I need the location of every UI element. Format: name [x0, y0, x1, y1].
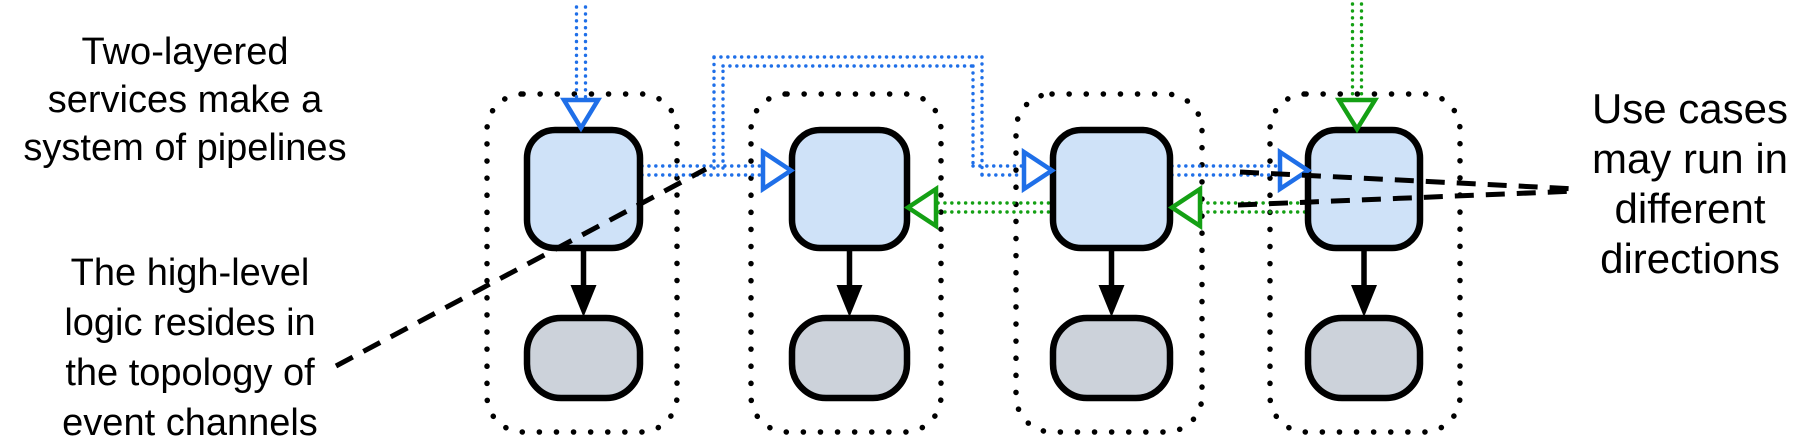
green-channel-service3-to-service2 — [936, 201, 1053, 214]
pointer-directions-to-blue-channel — [1239, 169, 1578, 192]
low-level-box-3 — [1049, 314, 1174, 402]
low-level-box-4 — [1304, 314, 1424, 402]
blue-channel-service3-to-service4 — [1170, 164, 1281, 177]
pointer-directions-to-green-channel — [1237, 188, 1578, 208]
green-arrowhead-into-service3-icon — [1167, 184, 1203, 231]
green-event-channels — [936, 2, 1364, 214]
high-to-low-arrow-2 — [836, 249, 863, 317]
pointer-topology-to-channel-junction — [334, 166, 708, 369]
service-containers — [484, 91, 1463, 435]
blue-channel-service1-to-service3 — [712, 55, 1025, 177]
note-use-cases-directions: Use cases may run in different direction… — [1591, 85, 1789, 282]
blue-arrowhead-into-service2-icon — [760, 147, 796, 194]
high-to-low-arrows — [570, 249, 1377, 317]
high-to-low-arrow-4 — [1351, 249, 1377, 317]
green-arrowhead-into-service2-icon — [903, 184, 939, 231]
blue-channel-service1-to-service2 — [640, 164, 764, 177]
high-to-low-arrow-3 — [1098, 249, 1125, 317]
high-to-low-arrow-1 — [570, 249, 597, 317]
low-level-components — [523, 314, 1424, 402]
channel-arrowheads — [560, 97, 1380, 231]
annotation-pointers — [334, 166, 1578, 369]
high-level-box-3 — [1049, 126, 1174, 252]
note-high-level-logic: The high-level logic resides in the topo… — [62, 252, 318, 444]
service-container-4 — [1267, 91, 1463, 435]
high-level-box-2 — [788, 126, 911, 252]
green-channel-external-to-service4 — [1350, 2, 1364, 100]
note-two-layered-services: Two-layered services make a system of pi… — [23, 31, 347, 169]
service-container-3 — [1013, 91, 1205, 435]
service-container-1 — [484, 91, 680, 435]
green-arrowhead-into-service4-icon — [1334, 97, 1380, 134]
high-level-box-4 — [1304, 126, 1424, 252]
blue-event-channels — [574, 5, 1281, 177]
blue-arrowhead-into-service1-icon — [560, 97, 602, 133]
service-container-2 — [748, 91, 944, 435]
low-level-box-2 — [788, 314, 911, 402]
high-level-box-1 — [523, 126, 644, 252]
blue-arrowhead-into-service3-icon — [1021, 147, 1057, 194]
blue-channel-external-to-service1 — [574, 5, 588, 100]
low-level-box-1 — [523, 314, 644, 402]
blue-arrowhead-into-service4-icon — [1277, 147, 1313, 194]
